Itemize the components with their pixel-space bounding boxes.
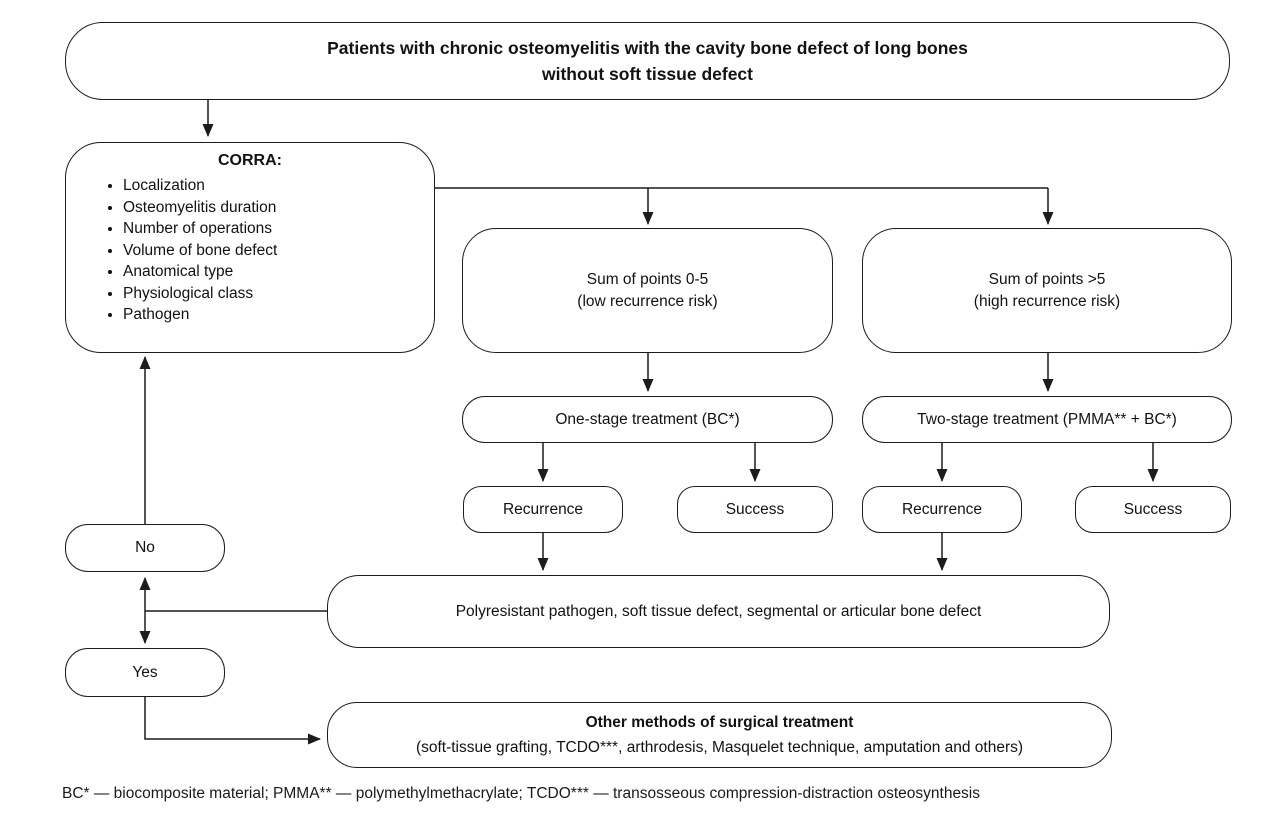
corra-item-number-of-operations: Number of operations [123, 218, 434, 240]
success-high-box: Success [1075, 486, 1231, 533]
title-line-1: Patients with chronic osteomyelitis with… [327, 38, 968, 58]
two-stage-label: Two-stage treatment (PMMA** + BC*) [917, 410, 1177, 428]
footnote-abbreviations: BC* — biocomposite material; PMMA** — po… [62, 785, 981, 802]
success-low-box: Success [677, 486, 833, 533]
success-low-label: Success [725, 500, 785, 518]
one-stage-label: One-stage treatment (BC*) [555, 410, 740, 428]
title-box: Patients with chronic osteomyelitis with… [65, 22, 1230, 100]
sum-low-box: Sum of points 0-5 (low recurrence risk) [462, 228, 833, 353]
corra-item-volume-of-bone-defect: Volume of bone defect [123, 240, 434, 262]
one-stage-treatment-box: One-stage treatment (BC*) [462, 396, 833, 443]
title-line-2: without soft tissue defect [542, 64, 753, 84]
two-stage-treatment-box: Two-stage treatment (PMMA** + BC*) [862, 396, 1232, 443]
recurrence-high-box: Recurrence [862, 486, 1022, 533]
yes-label: Yes [132, 663, 158, 681]
corra-list: Localization Osteomyelitis duration Numb… [66, 175, 434, 326]
sum-low-line-2: (low recurrence risk) [577, 292, 718, 310]
sum-high-box: Sum of points >5 (high recurrence risk) [862, 228, 1232, 353]
corra-item-osteomyelitis-duration: Osteomyelitis duration [123, 197, 434, 219]
other-methods-heading: Other methods of surgical treatment [585, 714, 854, 731]
polyresistant-pathogen-box: Polyresistant pathogen, soft tissue defe… [327, 575, 1110, 648]
polyresistant-label: Polyresistant pathogen, soft tissue defe… [455, 602, 982, 620]
corra-item-pathogen: Pathogen [123, 304, 434, 326]
corra-item-physiological-class: Physiological class [123, 283, 434, 305]
recurrence-low-box: Recurrence [463, 486, 623, 533]
yes-box: Yes [65, 648, 225, 697]
corra-item-localization: Localization [123, 175, 434, 197]
sum-low-line-1: Sum of points 0-5 [586, 270, 709, 288]
corra-box: CORRA: Localization Osteomyelitis durati… [65, 142, 435, 353]
no-box: No [65, 524, 225, 572]
other-methods-box: Other methods of surgical treatment (sof… [327, 702, 1112, 768]
sum-high-line-2: (high recurrence risk) [973, 292, 1121, 310]
recurrence-high-label: Recurrence [901, 500, 983, 518]
sum-high-line-1: Sum of points >5 [988, 270, 1106, 288]
recurrence-low-label: Recurrence [502, 500, 584, 518]
corra-item-anatomical-type: Anatomical type [123, 261, 434, 283]
other-methods-detail: (soft-tissue grafting, TCDO***, arthrode… [415, 739, 1024, 756]
no-label: No [135, 539, 155, 556]
success-high-label: Success [1123, 500, 1183, 518]
corra-heading: CORRA: [218, 152, 282, 169]
